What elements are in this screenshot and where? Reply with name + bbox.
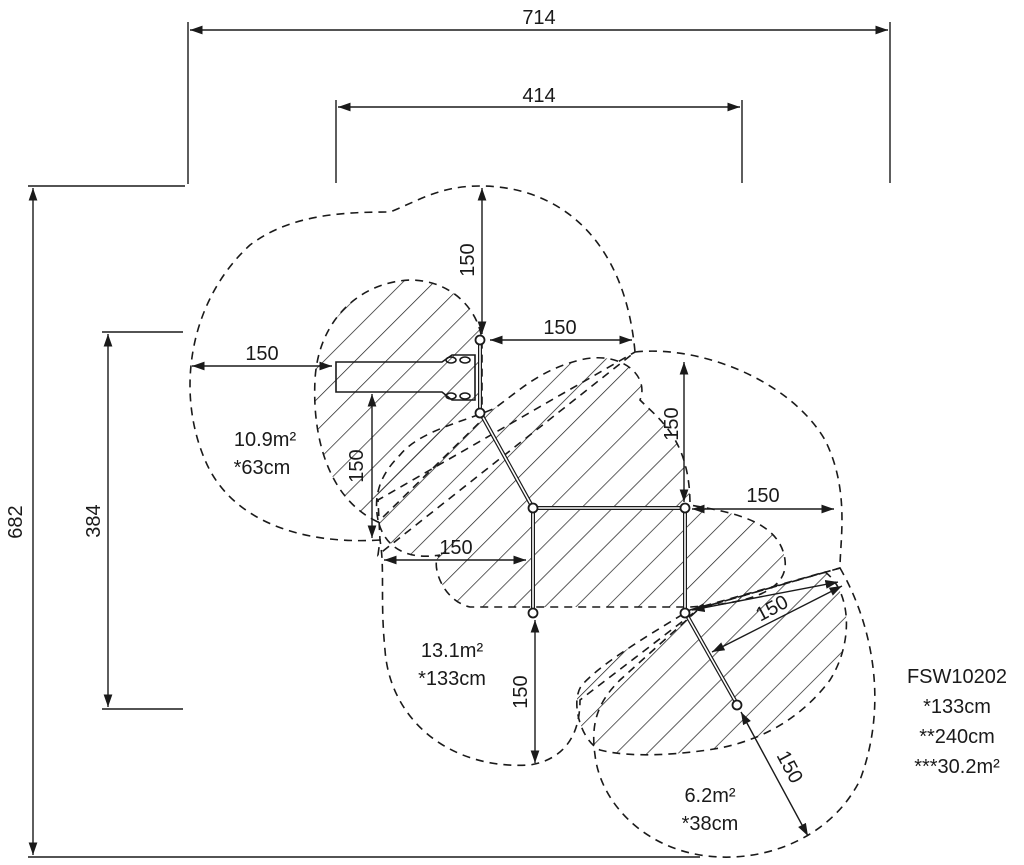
dimension-labels: 714 414 682 384 150 150 150 150 150 150 …: [5, 7, 807, 787]
dimension-clearance-diag-bottom: [740, 711, 809, 837]
slide-hole: [459, 392, 471, 400]
frame-posts: [474, 334, 743, 711]
safety-zone-outer-left: [189, 185, 636, 557]
impact-areas: [313, 279, 848, 756]
dimension-lines: [28, 25, 888, 855]
frame-beam-inner: [479, 411, 534, 509]
label-overall-width: 714: [522, 7, 555, 29]
dimension-clearance-diag-right-2: [711, 585, 843, 653]
product-code: FSW10202: [907, 666, 1007, 688]
label-overall-height: 682: [5, 505, 27, 538]
label-clearance-left: 150: [245, 343, 278, 365]
product-notes: FSW10202 *133cm **240cm ***30.2m²: [907, 666, 1007, 778]
label-clearance-left-vertical: 150: [346, 449, 368, 482]
frame-post: [527, 502, 539, 514]
frame-post: [679, 607, 691, 619]
label-clearance-top: 150: [457, 243, 479, 276]
frame-post: [474, 334, 486, 346]
extension-lines: [28, 22, 891, 858]
label-clearance-mid-horizontal: 150: [439, 537, 472, 559]
zone-annotations: 10.9m² *63cm 13.1m² *133cm 6.2m² *38cm: [234, 429, 739, 835]
zone-left-area: 10.9m²: [234, 429, 297, 451]
product-note-line2: **240cm: [919, 726, 995, 748]
safety-zone-outer-bottom: [592, 567, 876, 858]
frame-post: [679, 502, 691, 514]
safety-zone-outer-center: [377, 350, 843, 767]
slide-hole: [445, 392, 457, 400]
slide-hole: [459, 356, 471, 364]
label-clearance-bottom-vertical: 150: [510, 675, 532, 708]
equipment-frame: [335, 334, 743, 711]
frame-post: [731, 699, 743, 711]
label-inner-width: 414: [522, 85, 555, 107]
impact-area-left: [313, 279, 483, 523]
product-note-line1: *133cm: [923, 696, 991, 718]
zone-left-height: *63cm: [234, 457, 291, 479]
label-inner-height: 384: [83, 504, 105, 537]
label-clearance-top-right: 150: [543, 317, 576, 339]
frame-beam-inner: [684, 611, 738, 705]
zone-bottom-height: *38cm: [682, 813, 739, 835]
product-note-line3: ***30.2m²: [914, 756, 1000, 778]
zone-center-area: 13.1m²: [421, 640, 484, 662]
label-clearance-diag-bottom: 150: [772, 747, 807, 787]
frame-post: [527, 607, 539, 619]
zone-bottom-area: 6.2m²: [684, 785, 735, 807]
label-clearance-right: 150: [746, 485, 779, 507]
frame-post: [474, 407, 486, 419]
label-clearance-mid-vertical: 150: [661, 407, 683, 440]
safety-zones: [189, 185, 876, 858]
impact-area-center: [375, 357, 786, 608]
slide-holes: [445, 356, 471, 400]
slide-hole: [445, 356, 457, 364]
zone-center-height: *133cm: [418, 668, 486, 690]
